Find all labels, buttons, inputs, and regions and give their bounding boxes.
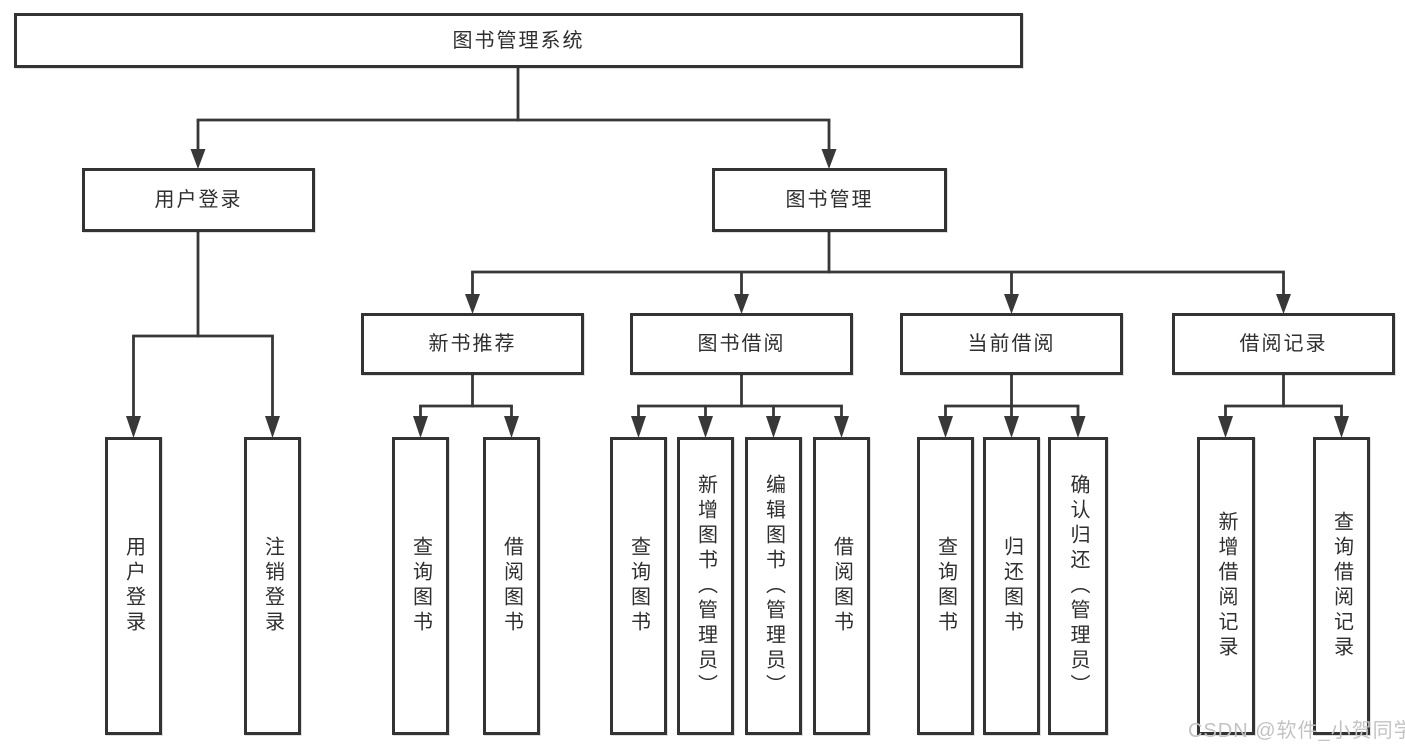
node-label: 确认归还（管理员） bbox=[1067, 473, 1089, 699]
node-label: 编辑图书（管理员） bbox=[762, 473, 785, 699]
node-current-borrow: 当前借阅 bbox=[900, 313, 1123, 375]
node-borrow-records: 借阅记录 bbox=[1172, 313, 1395, 375]
node-label: 借阅图书 bbox=[830, 536, 853, 636]
node-label: 新书推荐 bbox=[428, 333, 517, 355]
node-label: 图书管理 bbox=[785, 189, 874, 211]
watermark: CSDN @软件_小贺同学 bbox=[1188, 720, 1405, 742]
node-label: 归还图书 bbox=[1000, 536, 1023, 636]
leaf-newbook-borrow-books: 借阅图书 bbox=[483, 437, 540, 735]
leaf-newbook-query-books: 查询图书 bbox=[392, 437, 449, 735]
leaf-borrow-add-books-admin: 新增图书（管理员） bbox=[677, 437, 734, 735]
node-label: 借阅记录 bbox=[1239, 333, 1328, 355]
leaf-borrow-borrow-books: 借阅图书 bbox=[813, 437, 870, 735]
leaf-user-login: 用户登录 bbox=[105, 437, 162, 735]
leaf-current-query-books: 查询图书 bbox=[917, 437, 974, 735]
node-root: 图书管理系统 bbox=[14, 13, 1023, 68]
leaf-current-confirm-return-admin: 确认归还（管理员） bbox=[1048, 437, 1108, 735]
node-label: 图书管理系统 bbox=[452, 29, 585, 52]
node-label: 用户登录 bbox=[122, 536, 145, 636]
node-label: 用户登录 bbox=[154, 189, 243, 211]
node-book-management: 图书管理 bbox=[712, 168, 947, 232]
leaf-current-return-books: 归还图书 bbox=[983, 437, 1040, 735]
node-user-login: 用户登录 bbox=[82, 168, 315, 232]
leaf-borrow-query-books: 查询图书 bbox=[610, 437, 667, 735]
node-label: 借阅图书 bbox=[500, 536, 523, 636]
node-label: 图书借阅 bbox=[697, 333, 786, 355]
leaf-records-add-borrow-record: 新增借阅记录 bbox=[1197, 437, 1255, 735]
arrowhead-icons bbox=[126, 149, 1349, 438]
leaf-logout: 注销登录 bbox=[244, 437, 301, 735]
node-label: 查询图书 bbox=[627, 536, 650, 636]
node-label: 查询借阅记录 bbox=[1330, 511, 1353, 661]
node-book-borrow: 图书借阅 bbox=[630, 313, 853, 375]
node-label: 注销登录 bbox=[261, 536, 284, 636]
node-label: 当前借阅 bbox=[967, 333, 1056, 355]
leaf-records-query-borrow-record: 查询借阅记录 bbox=[1313, 437, 1370, 735]
node-label: 查询图书 bbox=[934, 536, 957, 636]
node-label: 新增借阅记录 bbox=[1215, 511, 1237, 661]
node-label: 新增图书（管理员） bbox=[694, 473, 717, 699]
node-new-book-recommend: 新书推荐 bbox=[361, 313, 584, 375]
leaf-borrow-edit-books-admin: 编辑图书（管理员） bbox=[745, 437, 802, 735]
node-label: 查询图书 bbox=[409, 536, 432, 636]
